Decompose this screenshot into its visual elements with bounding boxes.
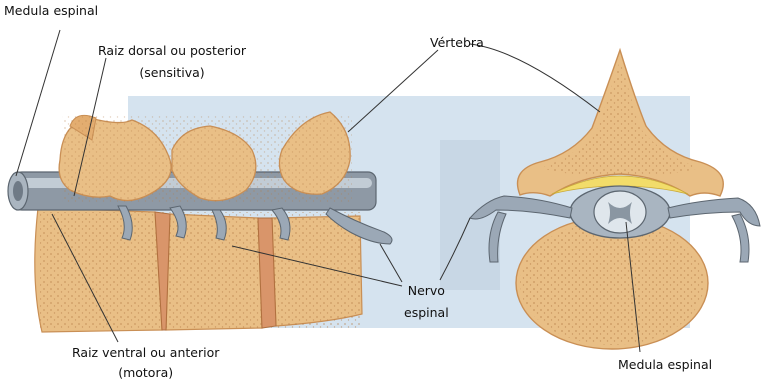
leader-medula-top — [16, 30, 60, 176]
label-text: Medula espinal — [4, 4, 98, 18]
label-text-line-1: Raiz dorsal ou posterior — [98, 44, 246, 58]
label-text: Medula espinal — [618, 358, 712, 372]
label-text-line-2: espinal — [404, 306, 449, 320]
label-text-line-2: (sensitiva) — [98, 66, 246, 80]
background-panel-strip — [440, 140, 500, 290]
label-nervo-espinal: Nervo espinal — [404, 284, 449, 320]
label-text-line-1: Nervo — [404, 284, 449, 298]
label-vertebra: Vértebra — [430, 36, 484, 50]
label-text-line-1: Raiz ventral ou anterior — [72, 346, 219, 360]
label-text-line-2: (motora) — [72, 366, 219, 380]
section-nerve-right-down — [732, 214, 749, 262]
side-view-column — [8, 112, 392, 332]
label-text: Vértebra — [430, 36, 484, 50]
label-medula-espinal-bottom: Medula espinal — [618, 358, 712, 372]
spinal-cord-end-inner — [13, 181, 23, 201]
section-body-texture — [520, 221, 704, 345]
bone-texture-arches — [62, 116, 352, 202]
label-medula-espinal-top: Medula espinal — [4, 4, 98, 18]
label-raiz-dorsal: Raiz dorsal ou posterior (sensitiva) — [98, 44, 246, 80]
bone-texture-body — [40, 212, 360, 328]
label-raiz-ventral: Raiz ventral ou anterior (motora) — [72, 346, 219, 380]
